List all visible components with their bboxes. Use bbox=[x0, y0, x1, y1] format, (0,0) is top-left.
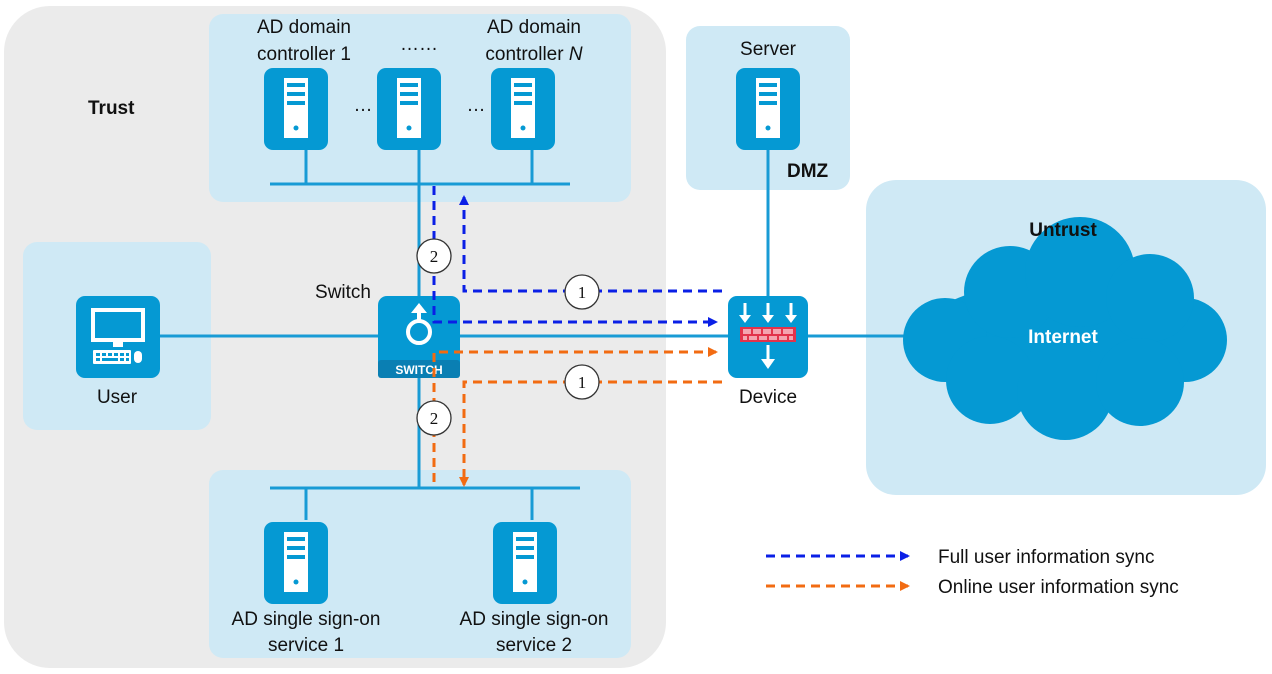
firewall-device-icon bbox=[728, 296, 808, 378]
ad-controller-1-label-line2: controller 1 bbox=[257, 44, 351, 65]
legend-online-sync-label: Online user information sync bbox=[938, 577, 1179, 598]
step-marker-online-1: 1 bbox=[564, 364, 600, 400]
sso-1-label-line2: service 1 bbox=[268, 635, 344, 656]
step-marker-online-2: 2 bbox=[416, 400, 452, 436]
step-marker-full-2: 2 bbox=[416, 238, 452, 274]
sso-2-label-line1: AD single sign-on bbox=[460, 609, 609, 630]
between-dots-left: … bbox=[354, 95, 373, 116]
server-label: Server bbox=[740, 39, 797, 60]
ad-controller-n-label-line2: controller N bbox=[485, 44, 582, 65]
sso-2-server-icon bbox=[493, 522, 557, 604]
legend: Full user information sync Online user i… bbox=[766, 547, 1179, 598]
switch-badge-label: SWITCH bbox=[395, 363, 442, 377]
svg-text:2: 2 bbox=[430, 409, 439, 428]
online-sync-paths bbox=[432, 347, 722, 487]
device-label: Device bbox=[739, 387, 797, 408]
user-label: User bbox=[97, 387, 138, 408]
step-marker-full-1: 1 bbox=[564, 274, 600, 310]
ad-controller-n-label-line1: AD domain bbox=[487, 17, 581, 38]
user-pc-icon bbox=[76, 296, 160, 378]
internet-label: Internet bbox=[1028, 327, 1098, 348]
switch-icon: SWITCH bbox=[378, 296, 460, 378]
full-sync-step2-path bbox=[432, 186, 718, 327]
between-dots-right: … bbox=[467, 95, 486, 116]
ad-controllers-ellipsis: …… bbox=[400, 34, 438, 55]
switch-label: Switch bbox=[315, 282, 371, 303]
sso-1-label-line1: AD single sign-on bbox=[232, 609, 381, 630]
sso-2-label-line2: service 2 bbox=[496, 635, 572, 656]
svg-text:2: 2 bbox=[430, 247, 439, 266]
ad-controller-1-server-icon bbox=[264, 68, 328, 150]
online-sync-step1-path bbox=[459, 380, 722, 487]
untrust-zone-label: Untrust bbox=[1029, 220, 1097, 241]
ad-controller-1-label-line1: AD domain bbox=[257, 17, 351, 38]
svg-text:1: 1 bbox=[578, 283, 587, 302]
trust-zone-label: Trust bbox=[88, 98, 135, 119]
full-sync-step1-path bbox=[459, 195, 722, 293]
sso-zone bbox=[209, 470, 631, 658]
sso-1-server-icon bbox=[264, 522, 328, 604]
dmz-zone-label: DMZ bbox=[787, 161, 829, 182]
dmz-server-icon bbox=[736, 68, 800, 150]
online-sync-step2-path bbox=[432, 347, 718, 482]
svg-text:1: 1 bbox=[578, 373, 587, 392]
ad-controller-middle-server-icon bbox=[377, 68, 441, 150]
ad-controller-n-server-icon bbox=[491, 68, 555, 150]
full-sync-paths bbox=[432, 186, 722, 327]
network-links bbox=[160, 148, 905, 520]
legend-full-sync-label: Full user information sync bbox=[938, 547, 1154, 568]
internet-cloud-icon bbox=[903, 217, 1227, 440]
